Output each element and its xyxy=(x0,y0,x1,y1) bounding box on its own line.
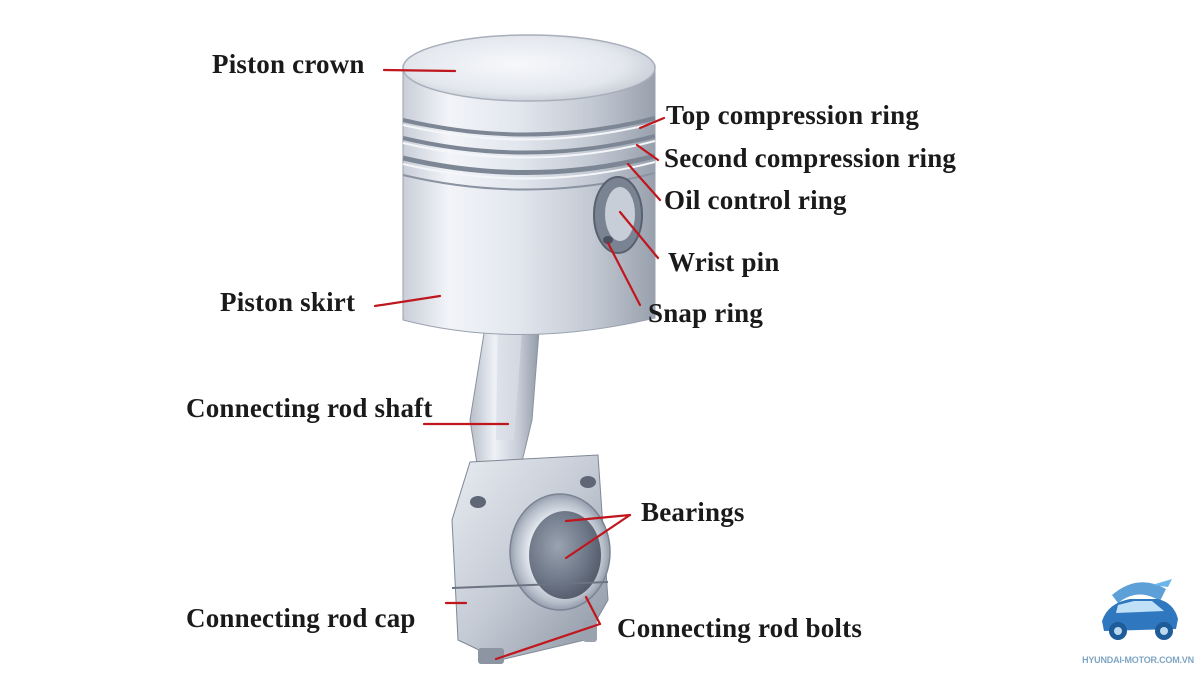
connecting-rod-big-end xyxy=(451,454,611,664)
leader-connecting-rod-bolts-lower xyxy=(494,622,602,661)
watermark: HYUNDAI-MOTOR.COM.VN xyxy=(1082,565,1194,675)
label-connecting-rod-cap: Connecting rod cap xyxy=(186,603,416,633)
label-connecting-rod-shaft: Connecting rod shaft xyxy=(186,393,433,423)
bolt-head-left xyxy=(478,648,504,664)
label-second-compression-ring: Second compression ring xyxy=(664,143,957,173)
bolt-hole-left xyxy=(470,496,486,508)
leader-connecting-rod-bolts-upper xyxy=(584,595,602,626)
label-oil-control-ring: Oil control ring xyxy=(664,185,847,215)
groove-top xyxy=(402,116,656,137)
label-piston-crown: Piston crown xyxy=(212,49,365,79)
cap-parting-line xyxy=(451,581,609,589)
piston-body xyxy=(402,34,656,336)
bolt-hole-right xyxy=(580,476,596,488)
bolt-head-right xyxy=(583,620,597,642)
leader-snap-ring xyxy=(606,241,642,307)
leader-bearings-lower xyxy=(564,513,632,560)
label-connecting-rod-bolts: Connecting rod bolts xyxy=(617,613,863,643)
leader-piston-skirt xyxy=(373,294,442,308)
groove-oil xyxy=(402,153,656,176)
leader-second-compression-ring xyxy=(635,143,660,162)
label-snap-ring: Snap ring xyxy=(648,298,764,328)
piston-crown-shape xyxy=(402,34,656,102)
label-wrist-pin: Wrist pin xyxy=(668,247,780,277)
connecting-rod-shaft-shape xyxy=(469,314,541,471)
label-bearings: Bearings xyxy=(641,497,745,527)
label-piston-skirt: Piston skirt xyxy=(220,287,356,317)
wrist-pin-end xyxy=(605,187,635,241)
label-top-compression-ring: Top compression ring xyxy=(666,100,920,130)
leader-top-compression-ring xyxy=(638,116,666,130)
groove-second xyxy=(402,134,656,155)
crank-bore xyxy=(529,511,601,599)
leader-bearings-upper xyxy=(564,513,632,523)
snap-ring-shape xyxy=(603,236,613,244)
leader-wrist-pin xyxy=(618,210,660,260)
leader-lines xyxy=(373,68,666,661)
leader-oil-control-ring xyxy=(626,162,662,202)
car-logo-icon xyxy=(1102,579,1178,640)
watermark-text: HYUNDAI-MOTOR.COM.VN xyxy=(1082,655,1194,665)
leader-piston-crown xyxy=(382,68,457,73)
